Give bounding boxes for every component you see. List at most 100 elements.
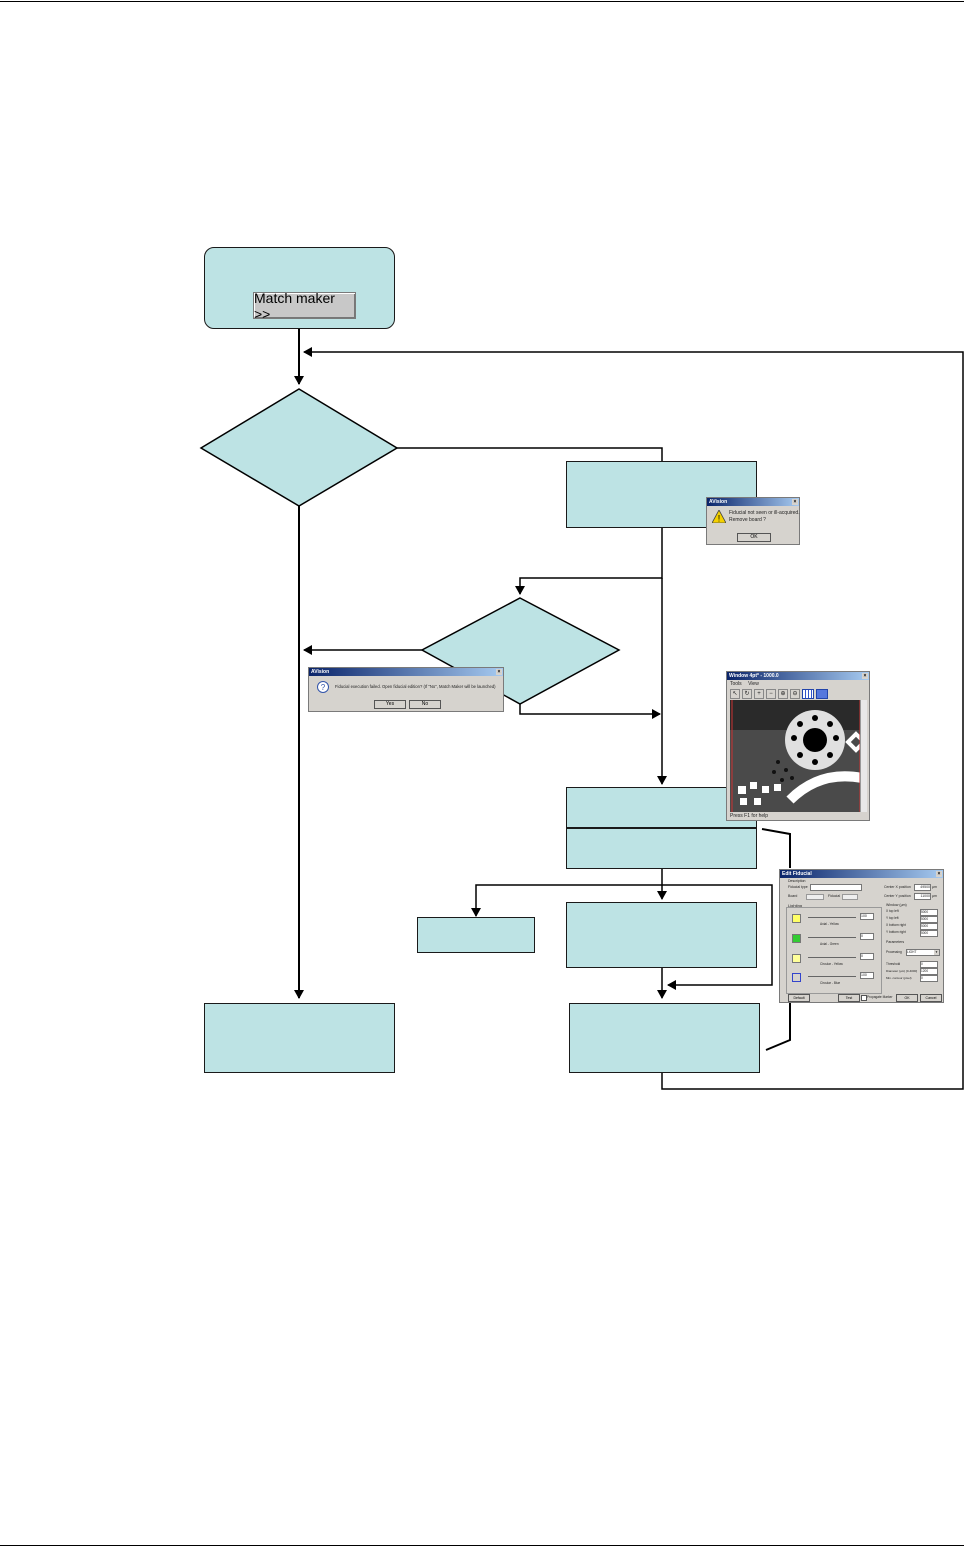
svg-text:?: ?	[321, 683, 326, 692]
slider-row-2: 0 Axial - Green	[790, 932, 878, 950]
slider-value-4[interactable]: 100	[860, 972, 874, 979]
ok-button[interactable]: OK	[896, 994, 918, 1002]
center-y-unit: µm	[932, 894, 937, 898]
center-x-label: Center X position	[884, 885, 911, 889]
min-contour-input[interactable]: 0	[920, 975, 938, 982]
edit-fiducial-title: Edit Fiducial×	[780, 870, 943, 878]
zoom-fit-icon[interactable]: ⊕	[778, 689, 788, 699]
default-button[interactable]: Default	[788, 994, 810, 1002]
zoom-reset-icon[interactable]: ⊖	[790, 689, 800, 699]
close-icon[interactable]: ×	[496, 669, 502, 675]
lamp-swatch-2	[792, 934, 801, 943]
match-maker-button[interactable]: Match maker >>	[253, 292, 356, 319]
chevron-down-icon[interactable]: ▼	[934, 950, 939, 955]
question-no-button[interactable]: No	[409, 700, 441, 709]
slider-track-3[interactable]	[808, 957, 856, 958]
fiducial-label: Fiducial	[828, 894, 840, 898]
viewer-menu: Tools View	[730, 681, 759, 687]
connector-decision2-down-right	[520, 700, 660, 714]
viewer-scrollbar[interactable]	[860, 700, 867, 812]
center-y-input[interactable]: 11000	[914, 893, 931, 900]
warning-dialog: AVision× ! Fiducial not seen or ill-acqu…	[706, 497, 800, 545]
question-dialog-title: AVision×	[309, 668, 503, 676]
window-field-label-4: Y bottom right	[886, 930, 906, 934]
threshold-input[interactable]: 0	[920, 961, 938, 968]
question-icon: ?	[317, 681, 329, 693]
connector-decision-right	[396, 448, 662, 461]
window-label: Window (µm)	[886, 903, 907, 907]
zoom-in-icon[interactable]: +	[754, 689, 764, 699]
slider-label-1: Axial - Yellow	[820, 922, 839, 926]
min-contour-label: Min. contour (pixel)	[886, 976, 912, 980]
parameters-label: Parameters	[886, 940, 904, 944]
slider-row-1: 100 Axial - Yellow	[790, 912, 878, 930]
question-yes-button[interactable]: Yes	[374, 700, 406, 709]
connector-check-to-branch	[520, 528, 662, 594]
fiducial-type-input[interactable]	[810, 884, 862, 891]
processing-value: LIGHT	[907, 950, 916, 954]
viewer-title: Window 4pt* - 1000.0×	[727, 672, 869, 680]
lamp-swatch-4	[792, 973, 801, 982]
window-field-input-2[interactable]: 5000	[920, 916, 938, 923]
fiducial-input[interactable]	[842, 894, 858, 900]
window-field-label-2: Y top left	[886, 916, 899, 920]
slider-value-3[interactable]: 0	[860, 953, 874, 960]
window-field-1: X top left 5000	[886, 909, 942, 915]
board-input[interactable]	[806, 894, 824, 900]
cancel-button[interactable]: Cancel	[920, 994, 942, 1002]
question-dialog: AVision× ? Fiducial execution failed. Op…	[308, 667, 504, 712]
threshold-label: Threshold	[886, 962, 900, 966]
lamp-swatch-1	[792, 914, 801, 923]
process-box-edit-bottom	[566, 828, 757, 869]
test-button[interactable]: Test	[838, 994, 860, 1002]
image-viewer-window: Window 4pt* - 1000.0× Tools View ↖ ↻ + −…	[726, 671, 870, 821]
center-x-unit: µm	[932, 885, 937, 889]
menu-tools[interactable]: Tools	[730, 681, 742, 687]
warning-message: Fiducial not seen or ill-acquired.	[729, 510, 800, 516]
process-box-bottom-right	[569, 1003, 760, 1073]
window-field-4: Y bottom right 5000	[886, 930, 942, 936]
window-field-input-4[interactable]: 5000	[920, 930, 938, 937]
window-field-label-1: X top left	[886, 909, 899, 913]
window-field-input-3[interactable]: 5000	[920, 923, 938, 930]
pointer-icon[interactable]: ↖	[730, 689, 740, 699]
connector-bracket-bottom	[766, 998, 790, 1050]
window-field-label-3: X bottom right	[886, 923, 906, 927]
edit-fiducial-dialog: Edit Fiducial× Description Fiducial type…	[779, 869, 944, 1003]
warning-dialog-title: AVision×	[707, 498, 799, 506]
zoom-out-icon[interactable]: −	[766, 689, 776, 699]
rotate-icon[interactable]: ↻	[742, 689, 752, 699]
propagate-label: Propagate Marker	[867, 995, 893, 999]
slider-track-1[interactable]	[808, 917, 856, 918]
board-label: Board	[788, 894, 797, 898]
window-field-input-1[interactable]: 5000	[920, 909, 938, 916]
fiducial-type-label: Fiducial type	[788, 885, 808, 889]
close-icon[interactable]: ×	[792, 499, 798, 505]
decision-diamond-1	[201, 389, 397, 506]
center-x-input[interactable]: 49500	[914, 884, 931, 891]
slider-value-2[interactable]: 0	[860, 933, 874, 940]
process-box-small	[417, 917, 535, 953]
center-y-label: Center Y position	[884, 894, 911, 898]
diameter-label: Diameter (µm) [0-4000]	[886, 969, 917, 973]
warning-message-2: Remove board ?	[729, 517, 766, 523]
processing-select[interactable]: LIGHT ▼	[906, 949, 940, 956]
grid-fill-icon[interactable]	[816, 689, 828, 699]
start-node: Match maker >>	[204, 247, 395, 329]
slider-track-4[interactable]	[808, 976, 856, 977]
slider-track-2[interactable]	[808, 937, 856, 938]
diameter-input[interactable]: 1200	[920, 968, 938, 975]
close-icon[interactable]: ×	[936, 871, 942, 877]
window-field-2: Y top left 5000	[886, 916, 942, 922]
warning-ok-button[interactable]: OK	[737, 533, 771, 542]
close-icon[interactable]: ×	[862, 673, 868, 679]
menu-view[interactable]: View	[748, 681, 759, 687]
slider-value-1[interactable]: 100	[860, 913, 874, 920]
slider-label-4: Circular - Blue	[820, 981, 840, 985]
viewer-toolbar: ↖ ↻ + − ⊕ ⊖	[730, 689, 828, 698]
process-box-bottom-left	[204, 1003, 395, 1073]
slider-row-4: 100 Circular - Blue	[790, 971, 878, 989]
pcb-image[interactable]	[730, 700, 862, 812]
grid-icon[interactable]	[802, 689, 814, 699]
description-label: Description	[788, 879, 806, 883]
